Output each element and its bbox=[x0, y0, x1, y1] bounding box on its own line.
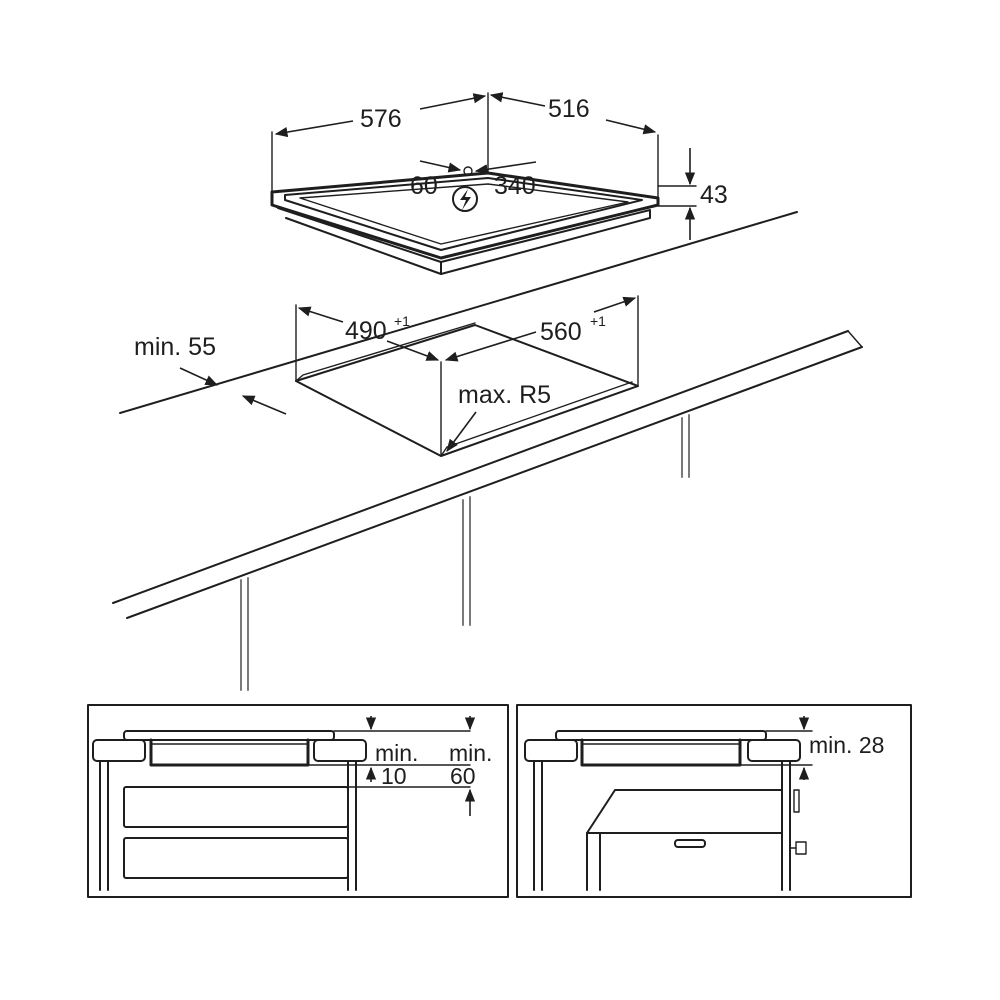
detail-panel-left: min. 10 min. 60 bbox=[87, 704, 509, 898]
cutout-depth-label: 490 bbox=[345, 317, 387, 345]
corner-radius-label: max. R5 bbox=[458, 381, 551, 409]
corner-radius-dimension: max. R5 bbox=[446, 381, 551, 453]
hob-depth-label: 516 bbox=[548, 95, 590, 123]
min-value-a: 10 bbox=[381, 763, 407, 789]
min-label-a: min. bbox=[375, 740, 418, 766]
min-value-b: 60 bbox=[450, 763, 476, 789]
cable-position-dimension: 60 340 bbox=[410, 160, 537, 200]
detail-panel-right: min. 28 bbox=[516, 704, 912, 898]
cutout-width-label: 560 bbox=[540, 318, 582, 346]
edge-distance-label: min. 55 bbox=[134, 333, 216, 361]
cable-right-label: 340 bbox=[494, 172, 536, 200]
cutout-width-dimension: 560 +1 bbox=[444, 296, 637, 362]
hob-width-dimension: 576 bbox=[274, 93, 487, 138]
hob-depth-dimension: 516 bbox=[489, 92, 657, 135]
cutout-depth-dimension: 490 +1 bbox=[297, 306, 440, 361]
cutout-width-tolerance: +1 bbox=[590, 313, 606, 329]
min-label-b: min. bbox=[449, 740, 492, 766]
hob-width-label: 576 bbox=[360, 105, 402, 133]
edge-distance-dimension: min. 55 bbox=[134, 333, 287, 415]
lightning-icon bbox=[452, 186, 478, 212]
clearance-label: min. 28 bbox=[809, 732, 884, 758]
hob-appliance bbox=[270, 92, 697, 275]
cable-left-label: 60 bbox=[410, 172, 438, 200]
hob-height-dimension: 43 bbox=[684, 148, 728, 240]
cutout-depth-tolerance: +1 bbox=[394, 313, 410, 329]
hob-height-label: 43 bbox=[700, 181, 728, 209]
worktop bbox=[112, 211, 863, 691]
